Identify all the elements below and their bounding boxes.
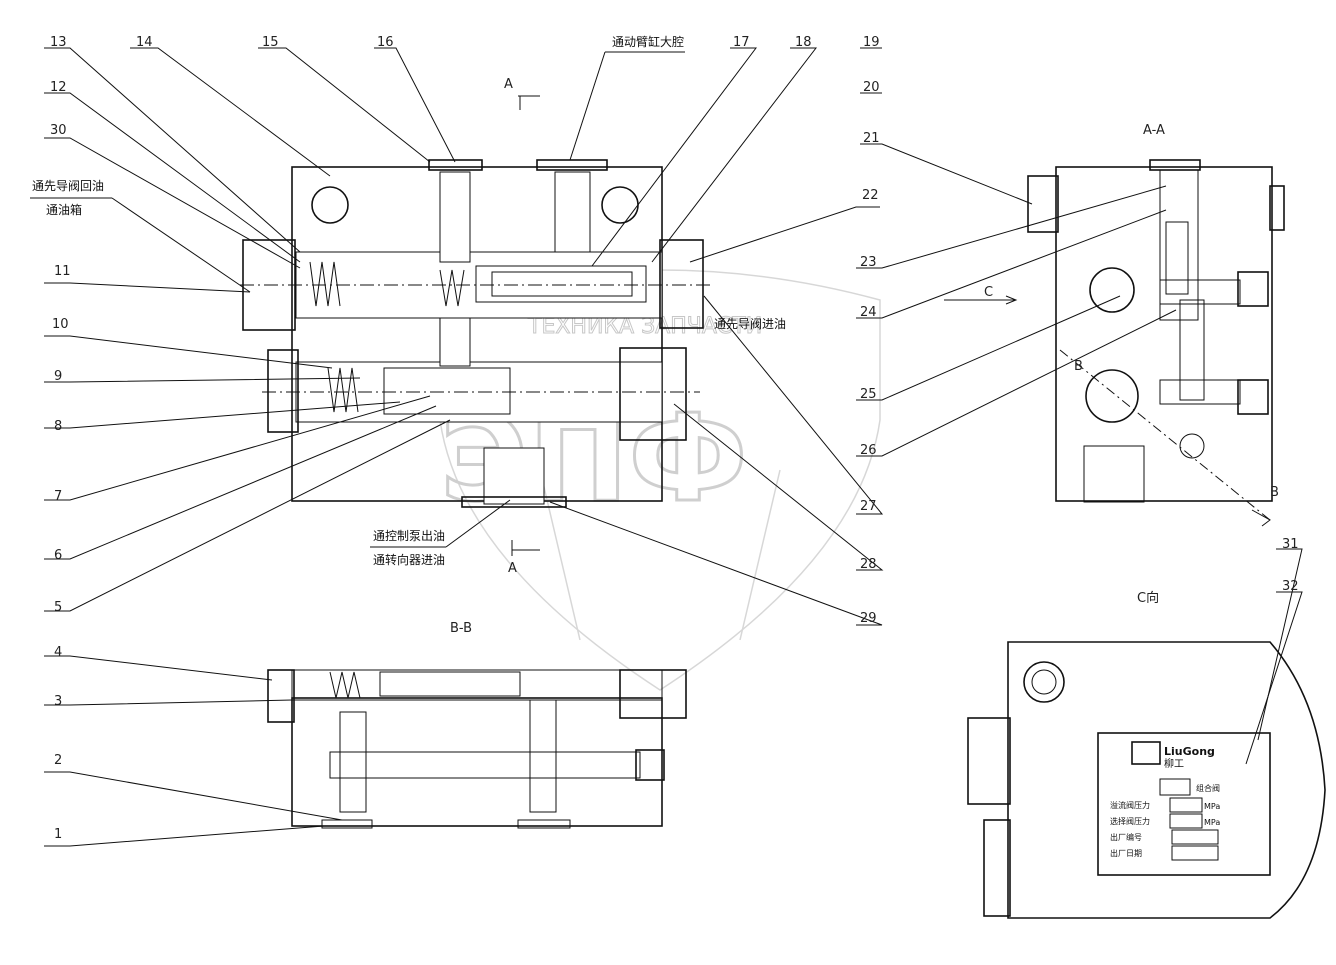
part-17: 17 xyxy=(733,35,750,50)
section-marks: A A A-A B-B C C向 B B xyxy=(450,77,1279,636)
nameplate-brand: LiuGong xyxy=(1164,745,1215,758)
section-a-top: A xyxy=(504,77,513,92)
part-27: 27 xyxy=(860,499,877,514)
nameplate-row1-unit: MPa xyxy=(1204,802,1220,811)
annot-pump-outlet: 通控制泵出油 xyxy=(373,529,445,543)
view-c: LiuGong 柳工 组合阀 溢流阀压力 MPa 选择阀压力 MPa 出厂编号 … xyxy=(967,641,1326,919)
nameplate: LiuGong 柳工 组合阀 溢流阀压力 MPa 选择阀压力 MPa 出厂编号 … xyxy=(1097,732,1271,876)
port-annotations: 通动臂缸大腔 通先导阀回油 通油箱 通先导阀进油 通控制泵出油 通转向器进油 xyxy=(30,34,786,567)
part-21: 21 xyxy=(863,131,880,146)
part-4: 4 xyxy=(54,645,62,660)
annot-pilot-return2: 通油箱 xyxy=(46,202,82,217)
part-28: 28 xyxy=(860,557,877,572)
part-16: 16 xyxy=(377,35,394,50)
nameplate-brand-cn: 柳工 xyxy=(1164,757,1184,770)
section-aa-title: A-A xyxy=(1143,123,1165,138)
section-b-right: B xyxy=(1270,485,1279,500)
annot-pilot-inlet: 通先导阀进油 xyxy=(714,317,786,331)
part-29: 29 xyxy=(860,611,877,626)
section-b-left: B xyxy=(1074,359,1083,374)
part-12: 12 xyxy=(50,80,67,95)
part-9: 9 xyxy=(54,369,62,384)
part-11: 11 xyxy=(54,264,71,279)
part-5: 5 xyxy=(54,600,62,615)
section-c-arrow: C xyxy=(984,285,993,300)
part-labels: 13 14 15 16 17 18 19 20 21 12 30 11 10 9… xyxy=(50,35,1299,842)
part-6: 6 xyxy=(54,548,62,563)
section-a-bottom: A xyxy=(508,561,517,576)
nameplate-row3: 出厂编号 xyxy=(1110,832,1142,842)
part-10: 10 xyxy=(52,317,69,332)
part-22: 22 xyxy=(862,188,879,203)
front-view xyxy=(240,159,710,508)
annot-pilot-return1: 通先导阀回油 xyxy=(32,179,104,193)
part-31: 31 xyxy=(1282,537,1299,552)
part-24: 24 xyxy=(860,305,877,320)
part-3: 3 xyxy=(54,694,62,709)
section-bb xyxy=(267,669,687,829)
part-leaders xyxy=(44,47,1303,847)
part-26: 26 xyxy=(860,443,877,458)
part-7: 7 xyxy=(54,489,62,504)
part-13: 13 xyxy=(50,35,67,50)
nameplate-name: 组合阀 xyxy=(1196,783,1220,793)
section-bb-title: B-B xyxy=(450,621,472,636)
nameplate-row2: 选择阀压力 xyxy=(1110,816,1150,826)
nameplate-row2-unit: MPa xyxy=(1204,818,1220,827)
part-23: 23 xyxy=(860,255,877,270)
part-32: 32 xyxy=(1282,579,1299,594)
nameplate-row4: 出厂日期 xyxy=(1110,848,1142,858)
nameplate-row1: 溢流阀压力 xyxy=(1110,800,1150,810)
part-18: 18 xyxy=(795,35,812,50)
part-2: 2 xyxy=(54,753,62,768)
part-8: 8 xyxy=(54,419,62,434)
part-20: 20 xyxy=(863,80,880,95)
part-30: 30 xyxy=(50,123,67,138)
part-19: 19 xyxy=(863,35,880,50)
view-c-title: C向 xyxy=(1137,590,1159,606)
part-1: 1 xyxy=(54,827,62,842)
annot-steering-inlet: 通转向器进油 xyxy=(373,552,445,567)
part-15: 15 xyxy=(262,35,279,50)
annot-boom-cylinder: 通动臂缸大腔 xyxy=(612,34,684,49)
part-25: 25 xyxy=(860,387,877,402)
section-aa xyxy=(1027,159,1285,521)
part-14: 14 xyxy=(136,35,153,50)
